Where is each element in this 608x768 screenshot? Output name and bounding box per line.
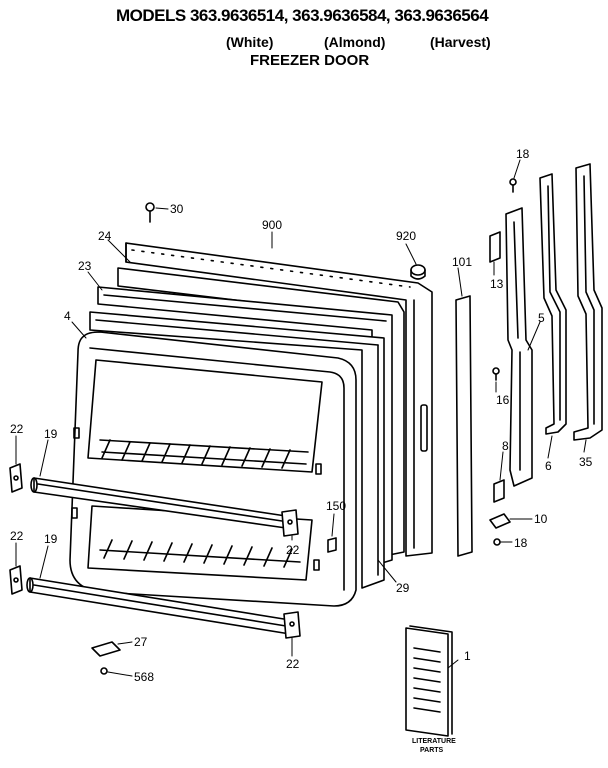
callout-5: 5 <box>538 311 545 325</box>
shelf-end-cap-right-upper <box>281 509 299 537</box>
door-handle <box>505 207 533 487</box>
callout-19-lower: 19 <box>44 532 58 546</box>
screw-18-bottom <box>493 538 501 546</box>
callout-4: 4 <box>64 309 71 323</box>
callout-19-upper: 19 <box>44 427 58 441</box>
section-subtitle: FREEZER DOOR <box>250 52 370 69</box>
callout-568: 568 <box>134 670 154 684</box>
parts-label: PARTS <box>420 747 444 754</box>
callout-920: 920 <box>396 229 416 243</box>
callout-35: 35 <box>579 455 593 469</box>
callout-23: 23 <box>78 259 92 273</box>
finish-harvest-label: (Harvest) <box>430 34 491 50</box>
shelf-clip <box>327 537 337 553</box>
callout-29: 29 <box>396 581 410 595</box>
literature-label: LITERATURE <box>412 738 456 745</box>
callout-8: 8 <box>502 439 509 453</box>
callout-1: 1 <box>464 649 471 663</box>
handle-bracket <box>493 479 505 503</box>
callout-22-left-upper: 22 <box>10 422 24 436</box>
callout-16: 16 <box>496 393 510 407</box>
door-strip <box>455 295 473 557</box>
screw-568 <box>100 667 108 675</box>
callout-150: 150 <box>326 499 346 513</box>
callout-27: 27 <box>134 635 148 649</box>
callout-24: 24 <box>98 229 112 243</box>
callout-18-bottom: 18 <box>514 536 528 550</box>
finish-almond-label: (Almond) <box>324 34 386 50</box>
hinge-cover <box>489 231 501 263</box>
shelf-end-cap-right-lower <box>283 611 301 639</box>
callout-900: 900 <box>262 218 282 232</box>
door-gasket-frames <box>89 267 405 589</box>
callout-13: 13 <box>490 277 504 291</box>
plug-button <box>410 264 426 280</box>
callout-18-top: 18 <box>516 147 530 161</box>
literature-booklet <box>405 625 453 737</box>
callout-30: 30 <box>170 202 184 216</box>
models-title: MODELS 363.9636514, 363.9636584, 363.963… <box>116 6 489 25</box>
diagram-header: MODELS 363.9636514, 363.9636584, 363.963… <box>0 0 608 80</box>
handle-trim-outer <box>573 163 603 441</box>
callout-22-right-upper: 22 <box>286 543 300 557</box>
screw-18-top <box>509 178 517 193</box>
callout-101: 101 <box>452 255 472 269</box>
callout-22-right-lower: 22 <box>286 657 300 671</box>
shelf-end-cap-left-lower <box>9 565 23 595</box>
finish-white-label: (White) <box>226 34 274 50</box>
handle-trim <box>539 173 567 435</box>
leader-lines <box>15 159 587 677</box>
callout-22-left-lower: 22 <box>10 529 24 543</box>
door-hinge-plate <box>91 641 121 657</box>
door-inner-liner <box>69 331 357 607</box>
callout-6: 6 <box>545 459 552 473</box>
shelf-end-cap-left-upper <box>9 463 23 493</box>
callout-labels: 30 900 920 24 23 4 101 13 18 5 16 8 6 35… <box>10 147 593 754</box>
screw-30 <box>145 202 155 223</box>
callout-10: 10 <box>534 512 548 526</box>
door-outer-panel <box>125 242 433 557</box>
screw-16 <box>492 367 500 381</box>
handle-clip <box>489 513 511 529</box>
